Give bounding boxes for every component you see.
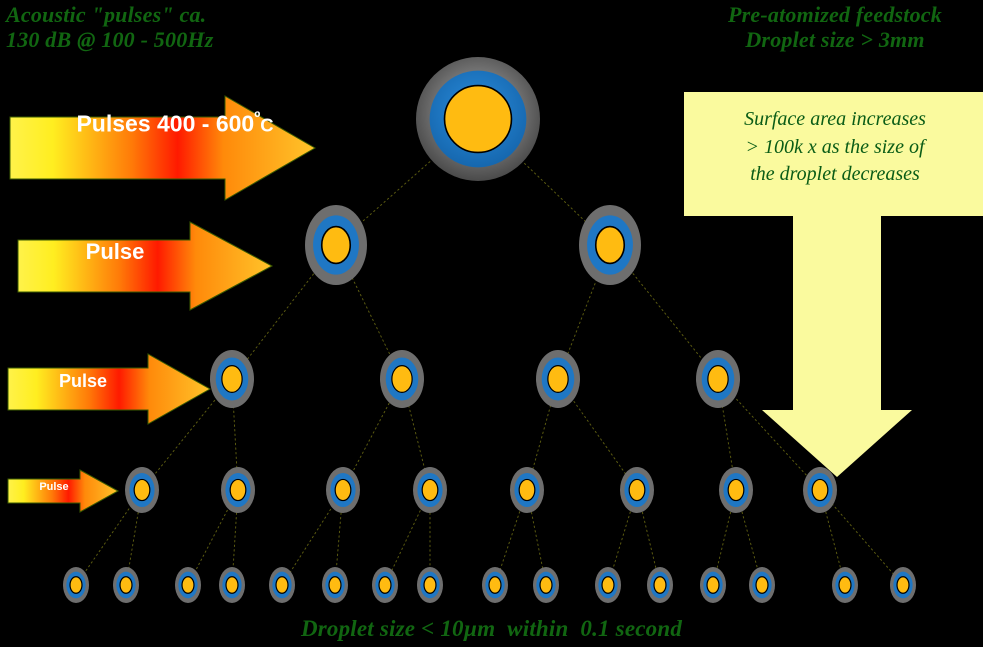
droplet: [417, 567, 443, 603]
callout-line-2: > 100k x as the size of: [745, 135, 925, 158]
droplet: [113, 567, 139, 603]
droplet: [482, 567, 508, 603]
droplet-core: [653, 576, 667, 594]
callout-line-1: Surface area increases: [744, 108, 926, 130]
droplet: [326, 467, 360, 513]
droplet-core: [221, 365, 243, 393]
droplet: [620, 467, 654, 513]
droplet-core: [181, 576, 195, 594]
pulse-arrow: [9, 95, 316, 201]
droplet: [380, 350, 424, 408]
droplet: [210, 350, 254, 408]
droplet: [175, 567, 201, 603]
droplet: [533, 567, 559, 603]
droplet: [832, 567, 858, 603]
droplet-core: [443, 84, 513, 154]
droplet-core: [275, 576, 289, 594]
droplet-core: [328, 576, 342, 594]
droplet-core: [628, 478, 646, 502]
droplet-core: [811, 478, 829, 502]
droplet: [700, 567, 726, 603]
droplet-core: [539, 576, 553, 594]
droplet: [305, 205, 367, 285]
callout-box: [684, 92, 983, 216]
droplet-core: [707, 365, 729, 393]
droplet: [416, 57, 540, 181]
pulse-arrow: [7, 353, 212, 425]
droplet: [803, 467, 837, 513]
droplet: [510, 467, 544, 513]
annotation-feedstock: Pre-atomized feedstock Droplet size > 3m…: [728, 2, 942, 53]
droplet: [269, 567, 295, 603]
droplet: [221, 467, 255, 513]
droplet-core: [423, 576, 437, 594]
droplet-core: [727, 478, 745, 502]
droplet: [322, 567, 348, 603]
droplet-core: [896, 576, 910, 594]
droplet-core: [838, 576, 852, 594]
droplet: [579, 205, 641, 285]
droplet-core: [518, 478, 536, 502]
callout-line-3: the droplet decreases: [750, 163, 920, 186]
droplet-core: [706, 576, 720, 594]
pulse-arrow-group: [7, 95, 316, 513]
droplet: [719, 467, 753, 513]
pulse-arrow: [7, 469, 120, 513]
connector-line: [717, 378, 821, 491]
droplet: [372, 567, 398, 603]
droplet-core: [421, 478, 439, 502]
callout-shape-group: [684, 92, 983, 477]
droplet: [536, 350, 580, 408]
droplet-core: [320, 225, 352, 265]
droplet-core: [119, 576, 133, 594]
connector-line: [384, 489, 431, 586]
annotation-droplet-size: Droplet size < 10µm within 0.1 second: [300, 616, 683, 641]
droplet: [890, 567, 916, 603]
droplet-core: [229, 478, 247, 502]
annotation-acoustic-pulses: Acoustic "pulses" ca. 130 dB @ 100 - 500…: [6, 2, 214, 53]
droplet-core: [391, 365, 413, 393]
droplet: [647, 567, 673, 603]
droplet-core: [69, 576, 83, 594]
droplet: [595, 567, 621, 603]
droplet: [63, 567, 89, 603]
droplet-core: [755, 576, 769, 594]
callout-down-arrow: [762, 216, 912, 477]
droplet: [696, 350, 740, 408]
pulse-arrow: [17, 221, 274, 311]
callout-text-block: Surface area increases > 100k x as the s…: [694, 106, 976, 189]
droplet-core: [547, 365, 569, 393]
droplet-core: [133, 478, 151, 502]
droplet: [219, 567, 245, 603]
droplet-group: [63, 57, 916, 603]
droplet: [125, 467, 159, 513]
droplet-core: [601, 576, 615, 594]
droplet-core: [334, 478, 352, 502]
droplet: [749, 567, 775, 603]
droplet-core: [594, 225, 626, 265]
droplet: [413, 467, 447, 513]
droplet-core: [488, 576, 502, 594]
droplet-core: [378, 576, 392, 594]
droplet-core: [225, 576, 239, 594]
